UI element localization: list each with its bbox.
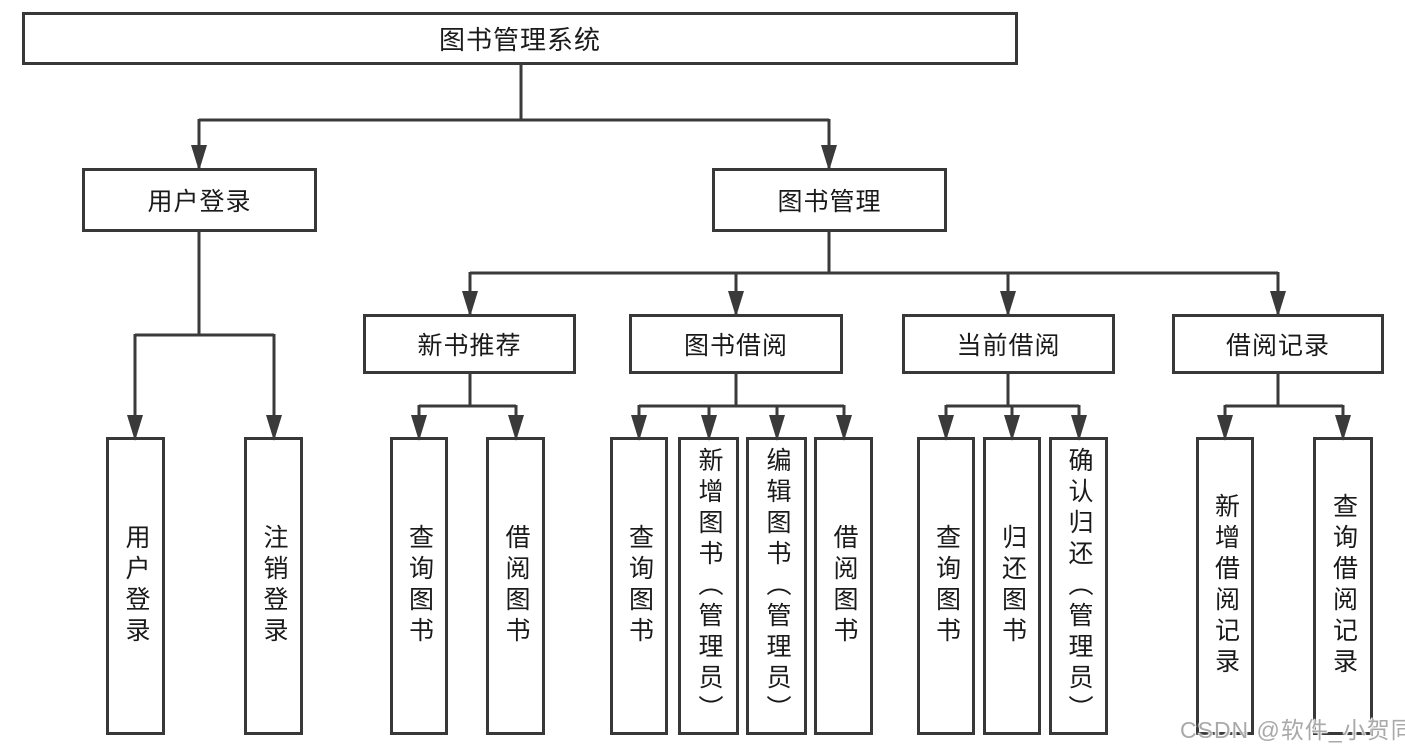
leaf-user-login: 用户登录 — [106, 437, 165, 735]
node-new-book-recommend: 新书推荐 — [363, 314, 576, 374]
node-book-borrow: 图书借阅 — [629, 314, 843, 374]
leaf-current-query-books-label: 查询图书 — [932, 524, 961, 648]
node-current-borrow: 当前借阅 — [902, 314, 1115, 374]
leaf-current-return-books: 归还图书 — [983, 437, 1041, 735]
node-book-management-branch: 图书管理 — [712, 168, 947, 232]
node-library-system: 图书管理系统 — [22, 12, 1018, 65]
leaf-logout: 注销登录 — [244, 437, 303, 735]
node-book-borrow-label: 图书借阅 — [683, 332, 788, 360]
leaf-borrow-borrow-books: 借阅图书 — [814, 437, 873, 735]
leaf-recommend-query-books-label: 查询图书 — [405, 524, 434, 648]
leaf-borrow-borrow-books-label: 借阅图书 — [830, 524, 858, 648]
leaf-records-add-record: 新增借阅记录 — [1196, 437, 1254, 735]
leaf-current-query-books: 查询图书 — [917, 437, 975, 735]
leaf-borrow-edit-books-admin-label: 编辑图书（管理员） — [763, 446, 791, 726]
node-library-system-label: 图书管理系统 — [438, 25, 601, 55]
leaf-recommend-query-books: 查询图书 — [390, 437, 448, 735]
leaf-borrow-edit-books-admin: 编辑图书（管理员） — [746, 437, 807, 735]
csdn-watermark: CSDN @软件_小贺同学 — [1180, 717, 1405, 743]
node-current-borrow-label: 当前借阅 — [956, 332, 1061, 360]
node-borrow-records-label: 借阅记录 — [1225, 332, 1330, 360]
node-user-login-branch-label: 用户登录 — [147, 188, 252, 216]
node-new-book-recommend-label: 新书推荐 — [417, 332, 522, 360]
leaf-recommend-borrow-books: 借阅图书 — [486, 437, 545, 735]
leaf-current-confirm-return-admin-label: 确认归还（管理员） — [1065, 446, 1093, 726]
leaf-records-add-record-label: 新增借阅记录 — [1211, 493, 1240, 679]
leaf-user-login-label: 用户登录 — [122, 524, 150, 648]
leaf-current-confirm-return-admin: 确认归还（管理员） — [1049, 437, 1108, 735]
leaf-borrow-query-books: 查询图书 — [610, 437, 668, 735]
leaf-recommend-borrow-books-label: 借阅图书 — [502, 524, 530, 648]
leaf-borrow-add-books-admin-label: 新增图书（管理员） — [695, 446, 723, 726]
node-borrow-records: 借阅记录 — [1172, 314, 1384, 374]
leaf-current-return-books-label: 归还图书 — [998, 524, 1027, 648]
node-book-management-branch-label: 图书管理 — [777, 188, 882, 216]
leaf-borrow-query-books-label: 查询图书 — [625, 524, 654, 648]
leaf-borrow-add-books-admin: 新增图书（管理员） — [678, 437, 739, 735]
node-user-login-branch: 用户登录 — [82, 168, 317, 232]
leaf-records-query-record: 查询借阅记录 — [1313, 437, 1373, 735]
leaf-records-query-record-label: 查询借阅记录 — [1329, 493, 1358, 679]
leaf-logout-label: 注销登录 — [260, 524, 288, 648]
